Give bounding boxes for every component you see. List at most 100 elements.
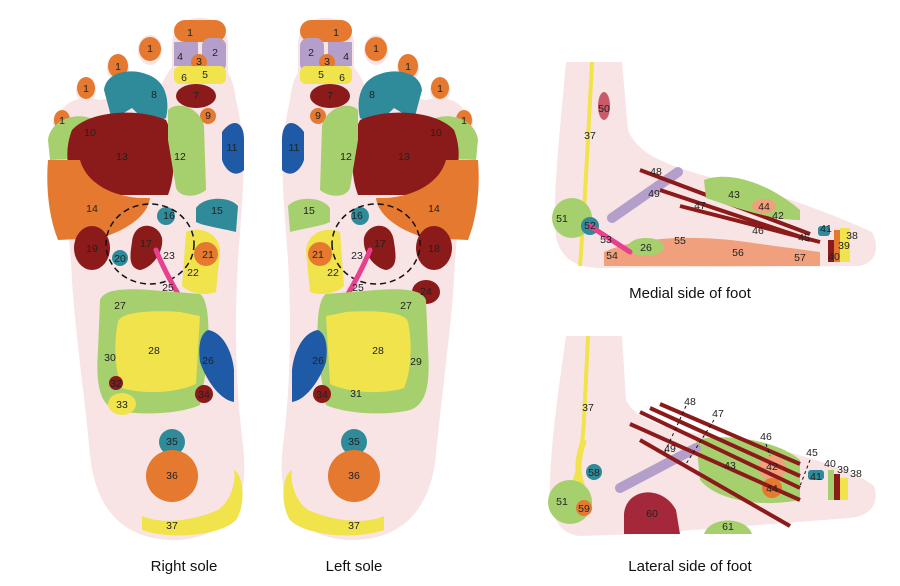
label-2: 2 <box>212 47 218 59</box>
label-11: 11 <box>227 142 238 154</box>
label-22: 22 <box>187 267 199 279</box>
right-zone-17 <box>130 225 163 270</box>
left-zone-28 <box>326 311 411 393</box>
right-zone-1e <box>174 20 226 42</box>
label-4: 4 <box>177 51 183 63</box>
label-12: 12 <box>174 151 186 163</box>
label-32: 32 <box>110 378 122 390</box>
label-39: 39 <box>838 240 850 252</box>
label-52: 52 <box>584 220 596 232</box>
label-22: 22 <box>327 267 339 279</box>
label-48: 48 <box>650 166 662 178</box>
label-1: 1 <box>187 27 193 39</box>
lateral-zone-49 <box>615 443 701 493</box>
label-1: 1 <box>373 43 379 55</box>
left-zone-34 <box>313 385 331 403</box>
left-zone-2 <box>300 38 324 72</box>
label-57: 57 <box>794 252 806 264</box>
label-34: 34 <box>198 389 210 401</box>
right-zone-11 <box>222 122 244 174</box>
label-9: 9 <box>205 110 211 122</box>
label-7: 7 <box>193 90 199 102</box>
label-51: 51 <box>556 496 568 508</box>
label-20: 20 <box>114 253 126 265</box>
label-43: 43 <box>728 189 740 201</box>
left-zone-21 <box>308 242 332 266</box>
lateral-tendon-1 <box>629 422 801 502</box>
left-zone-7 <box>310 84 350 108</box>
left-zone-17 <box>363 225 396 270</box>
label-31: 31 <box>350 388 362 400</box>
label-39: 39 <box>837 464 849 476</box>
left-adrenal-dashed-circle <box>331 203 421 285</box>
label-34: 34 <box>316 389 328 401</box>
label-12: 12 <box>340 151 352 163</box>
left-zone-16 <box>351 207 369 225</box>
label-10: 10 <box>430 127 442 139</box>
lateral-zone-59 <box>576 500 592 516</box>
medial-zone-43 <box>704 176 800 220</box>
left-zone-1e <box>300 20 352 42</box>
right-zone-34 <box>195 385 213 403</box>
medial-zone-40 <box>828 240 834 262</box>
label-24: 24 <box>420 286 432 298</box>
label-36: 36 <box>348 470 360 482</box>
label-6: 6 <box>339 72 345 84</box>
left-zone-14 <box>376 160 479 240</box>
label-8: 8 <box>369 89 375 101</box>
label-26: 26 <box>202 355 214 367</box>
label-21: 21 <box>202 249 214 261</box>
label-33: 33 <box>116 399 128 411</box>
label-47: 47 <box>712 408 724 420</box>
lateral-zone-39 <box>834 474 840 500</box>
lateral-zone-58-arc <box>575 438 587 488</box>
caption-lateral-side: Lateral side of foot <box>628 558 752 575</box>
label-7: 7 <box>327 90 333 102</box>
left-zone-18 <box>416 226 452 270</box>
label-1: 1 <box>59 115 65 127</box>
leader-47 <box>685 419 715 465</box>
medial-zone-53-54 <box>587 223 633 255</box>
left-zone-1d <box>365 37 387 61</box>
label-4: 4 <box>343 51 349 63</box>
label-19: 19 <box>86 243 98 255</box>
lateral-zone-38 <box>840 478 848 500</box>
left-zone-36 <box>328 450 380 502</box>
label-42: 42 <box>772 210 784 222</box>
caption-right-sole: Right sole <box>151 558 218 575</box>
label-17: 17 <box>374 238 386 250</box>
label-45: 45 <box>806 447 818 459</box>
right-zone-7 <box>176 84 216 108</box>
label-35: 35 <box>166 436 178 448</box>
label-41: 41 <box>820 223 832 235</box>
label-18: 18 <box>428 243 440 255</box>
lateral-tendon-2 <box>639 410 801 490</box>
label-2: 2 <box>308 47 314 59</box>
label-38: 38 <box>846 230 858 242</box>
label-1: 1 <box>437 83 443 95</box>
label-26: 26 <box>640 242 652 254</box>
label-30: 30 <box>104 352 116 364</box>
right-zone-37 <box>142 470 243 536</box>
label-13: 13 <box>398 151 410 163</box>
label-5: 5 <box>202 69 208 81</box>
label-53: 53 <box>600 234 612 246</box>
lateral-zone-60 <box>624 492 680 534</box>
sole-number-labels: 1 1 1 1 1 2 3 4 5 6 7 8 9 10 11 12 13 14… <box>59 27 467 532</box>
left-zone-9 <box>310 108 326 124</box>
left-zone-6-5 <box>300 66 352 84</box>
left-zone-35 <box>341 429 367 455</box>
label-51: 51 <box>556 213 568 225</box>
medial-zone-46 <box>679 204 821 244</box>
lateral-side-diagram <box>548 335 876 536</box>
label-8: 8 <box>151 89 157 101</box>
label-9: 9 <box>315 110 321 122</box>
label-37: 37 <box>584 130 596 142</box>
right-zone-13 <box>67 112 174 195</box>
lateral-zone-41 <box>808 470 824 480</box>
label-16: 16 <box>163 210 175 222</box>
right-zone-8 <box>104 71 168 126</box>
label-37: 37 <box>166 520 178 532</box>
left-zone-13 <box>352 112 459 195</box>
